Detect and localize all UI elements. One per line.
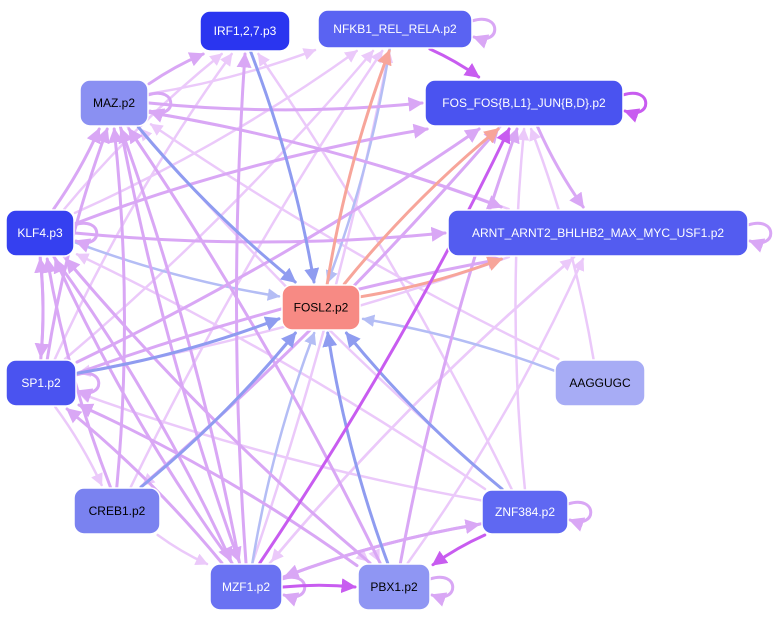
node-fos[interactable]: FOS_FOS{B,L1}_JUN{B,D}.p2 [424,79,624,127]
edge-pbx1-to-fos [398,127,520,565]
edge-klf4-to-arnt [73,226,447,244]
node-nfkb[interactable]: NFKB1_REL_RELA.p2 [317,9,473,49]
edge-znf384-to-irf [257,52,513,491]
edge-mzf1-to-fosl2 [251,331,317,565]
edge-arnt-to-mzf1 [270,255,576,563]
edge-fosl2-to-fos [342,127,500,286]
node-label-mzf1: MZF1.p2 [222,580,270,594]
edge-maz-to-mzf1 [119,125,242,563]
edge-klf4-to-fos [73,123,429,226]
node-label-fos: FOS_FOS{B,L1}_JUN{B,D}.p2 [442,96,606,110]
node-znf384[interactable]: ZNF384.p2 [481,489,569,535]
node-fosl2[interactable]: FOSL2.p2 [281,284,361,331]
edge-aaggugc-to-fosl2 [361,314,556,372]
node-box-pbx1[interactable] [357,563,431,611]
edge-klf4-to-maz [52,127,101,211]
node-label-pbx1: PBX1.p2 [370,580,418,594]
self-loop-pbx1 [428,575,455,607]
edge-nfkb-to-fosl2 [325,47,391,284]
self-loop-sp1 [74,371,101,403]
edge-klf4-to-fosl2 [73,241,281,301]
node-box-aaggugc[interactable] [554,359,646,407]
node-label-klf4: KLF4.p3 [17,226,63,240]
node-box-klf4[interactable] [5,209,75,257]
node-box-fos[interactable] [424,79,624,127]
edge-znf384-to-fosl2 [344,331,504,491]
node-arnt[interactable]: ARNT_ARNT2_BHLHB2_MAX_MYC_USF1.p2 [447,209,749,257]
edge-znf384-to-pbx1 [431,533,487,567]
edge-mzf1-to-klf4 [53,257,234,565]
edge-pbx1-to-klf4 [64,257,372,565]
edge-sp1-to-fos [75,127,481,364]
self-loop-klf4 [72,221,99,253]
edge-znf384-to-klf4 [75,253,487,491]
self-loop-arnt [746,221,773,253]
self-loop-fos [621,91,648,123]
edge-creb1-to-maz [108,127,126,489]
edge-maz-to-irf [147,52,205,86]
edge-mzf1-to-fos [258,127,511,565]
node-aaggugc[interactable]: AAGGUGC [554,359,646,407]
node-box-irf[interactable] [199,10,291,52]
node-label-znf384: ZNF384.p2 [495,505,555,519]
edge-klf4-to-mzf1 [52,255,233,563]
node-box-znf384[interactable] [481,489,569,535]
edge-maz-to-fosl2 [136,125,297,284]
edge-creb1-to-fosl2 [139,331,297,489]
edge-irf-to-fosl2 [249,50,320,284]
edge-fosl2-to-nfkb [325,49,392,286]
node-label-fosl2: FOSL2.p2 [294,301,349,315]
node-box-sp1[interactable] [5,359,77,407]
node-label-aaggugc: AAGGUGC [569,376,631,390]
edge-pbx1-to-sp1 [77,403,359,568]
edge-creb1-to-mzf1 [156,533,209,566]
edge-maz-to-nfkb [147,48,317,96]
node-maz[interactable]: MAZ.p2 [79,79,149,127]
edge-nfkb-to-fos [428,47,481,79]
edge-sp1-to-nfkb [63,49,375,361]
edge-aaggugc-to-maz [149,123,560,361]
edge-pbx1-to-arnt [406,257,585,565]
node-label-nfkb: NFKB1_REL_RELA.p2 [333,22,457,36]
self-loop-maz [146,91,173,123]
node-box-mzf1[interactable] [209,563,283,611]
edge-sp1-to-creb1 [54,405,103,487]
node-box-fosl2[interactable] [281,284,361,331]
node-creb1[interactable]: CREB1.p2 [73,487,161,535]
node-pbx1[interactable]: PBX1.p2 [357,563,431,611]
edge-sp1-to-fosl2 [75,316,281,375]
edge-mzf1-to-irf [234,52,252,565]
node-label-arnt: ARNT_ARNT2_BHLHB2_MAX_MYC_USF1.p2 [472,226,724,240]
edge-maz-to-arnt [147,110,503,210]
node-irf[interactable]: IRF1,2,7.p3 [199,10,291,52]
edge-znf384-to-fos [514,127,530,491]
self-loop-nfkb [470,17,497,49]
node-label-sp1: SP1.p2 [21,376,61,390]
node-label-creb1: CREB1.p2 [89,504,146,518]
node-mzf1[interactable]: MZF1.p2 [209,563,283,611]
node-klf4[interactable]: KLF4.p3 [5,209,75,257]
edge-fos-to-arnt [536,125,585,209]
edge-pbx1-to-fosl2 [322,331,390,565]
node-box-creb1[interactable] [73,487,161,535]
edge-mzf1-to-pbx1 [281,578,357,594]
node-box-arnt[interactable] [447,209,749,257]
edge-pbx1-to-maz [127,127,382,565]
node-box-maz[interactable] [79,79,149,127]
edge-mzf1-to-maz [118,127,241,565]
edge-maz-to-fos [147,96,424,112]
edge-klf4-to-nfkb [73,49,358,215]
node-box-nfkb[interactable] [317,9,473,49]
node-label-maz: MAZ.p2 [93,96,135,110]
node-sp1[interactable]: SP1.p2 [5,359,77,407]
node-label-irf: IRF1,2,7.p3 [214,24,277,38]
edge-sp1-to-klf4 [34,257,50,361]
self-loop-znf384 [566,500,593,532]
self-loop-mzf1 [280,575,307,607]
